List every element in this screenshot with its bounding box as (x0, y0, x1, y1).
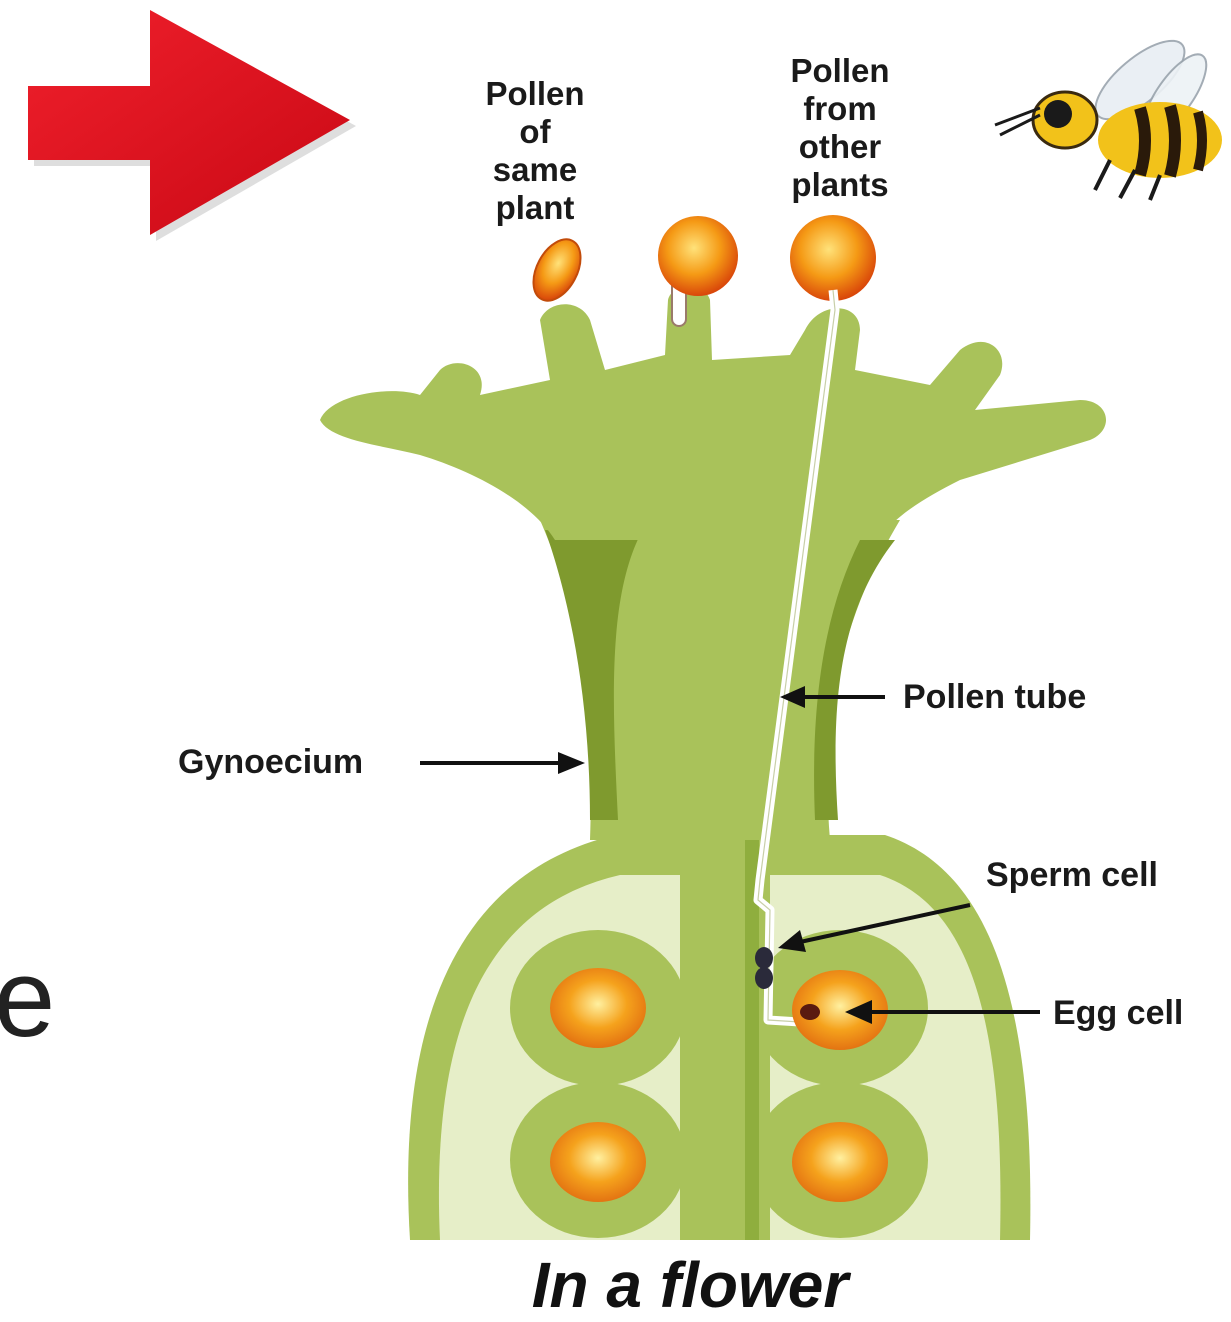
ovule-top-left (550, 968, 646, 1048)
label-gynoecium: Gynoecium (178, 745, 363, 779)
red-arrow-icon (28, 10, 356, 241)
egg-cell-nucleus (800, 1004, 820, 1020)
bee-icon (995, 28, 1222, 200)
ovule-bottom-left (550, 1122, 646, 1202)
label-pollen-other-plants: Pollen from other plants (760, 52, 920, 204)
label-pollen-same-plant: Pollen of same plant (455, 75, 615, 227)
diagram-caption: In a flower (430, 1248, 950, 1322)
pollen-grain-same-plant (524, 231, 590, 308)
label-egg-cell: Egg cell (1053, 996, 1183, 1030)
style-and-stigma (320, 287, 1106, 841)
ovary (408, 835, 1030, 1240)
cropped-edge-text: e (0, 935, 55, 1062)
pollen-grain-other-plant (790, 215, 876, 301)
label-line: from (760, 90, 920, 128)
label-pollen-tube: Pollen tube (903, 680, 1086, 714)
label-line: other (760, 128, 920, 166)
label-line: of (455, 113, 615, 151)
label-line: same (455, 151, 615, 189)
label-line: plant (455, 189, 615, 227)
label-line: Pollen (455, 75, 615, 113)
label-line: plants (760, 166, 920, 204)
label-line: Pollen (760, 52, 920, 90)
label-sperm-cell: Sperm cell (986, 858, 1158, 892)
ovule-bottom-right (792, 1122, 888, 1202)
